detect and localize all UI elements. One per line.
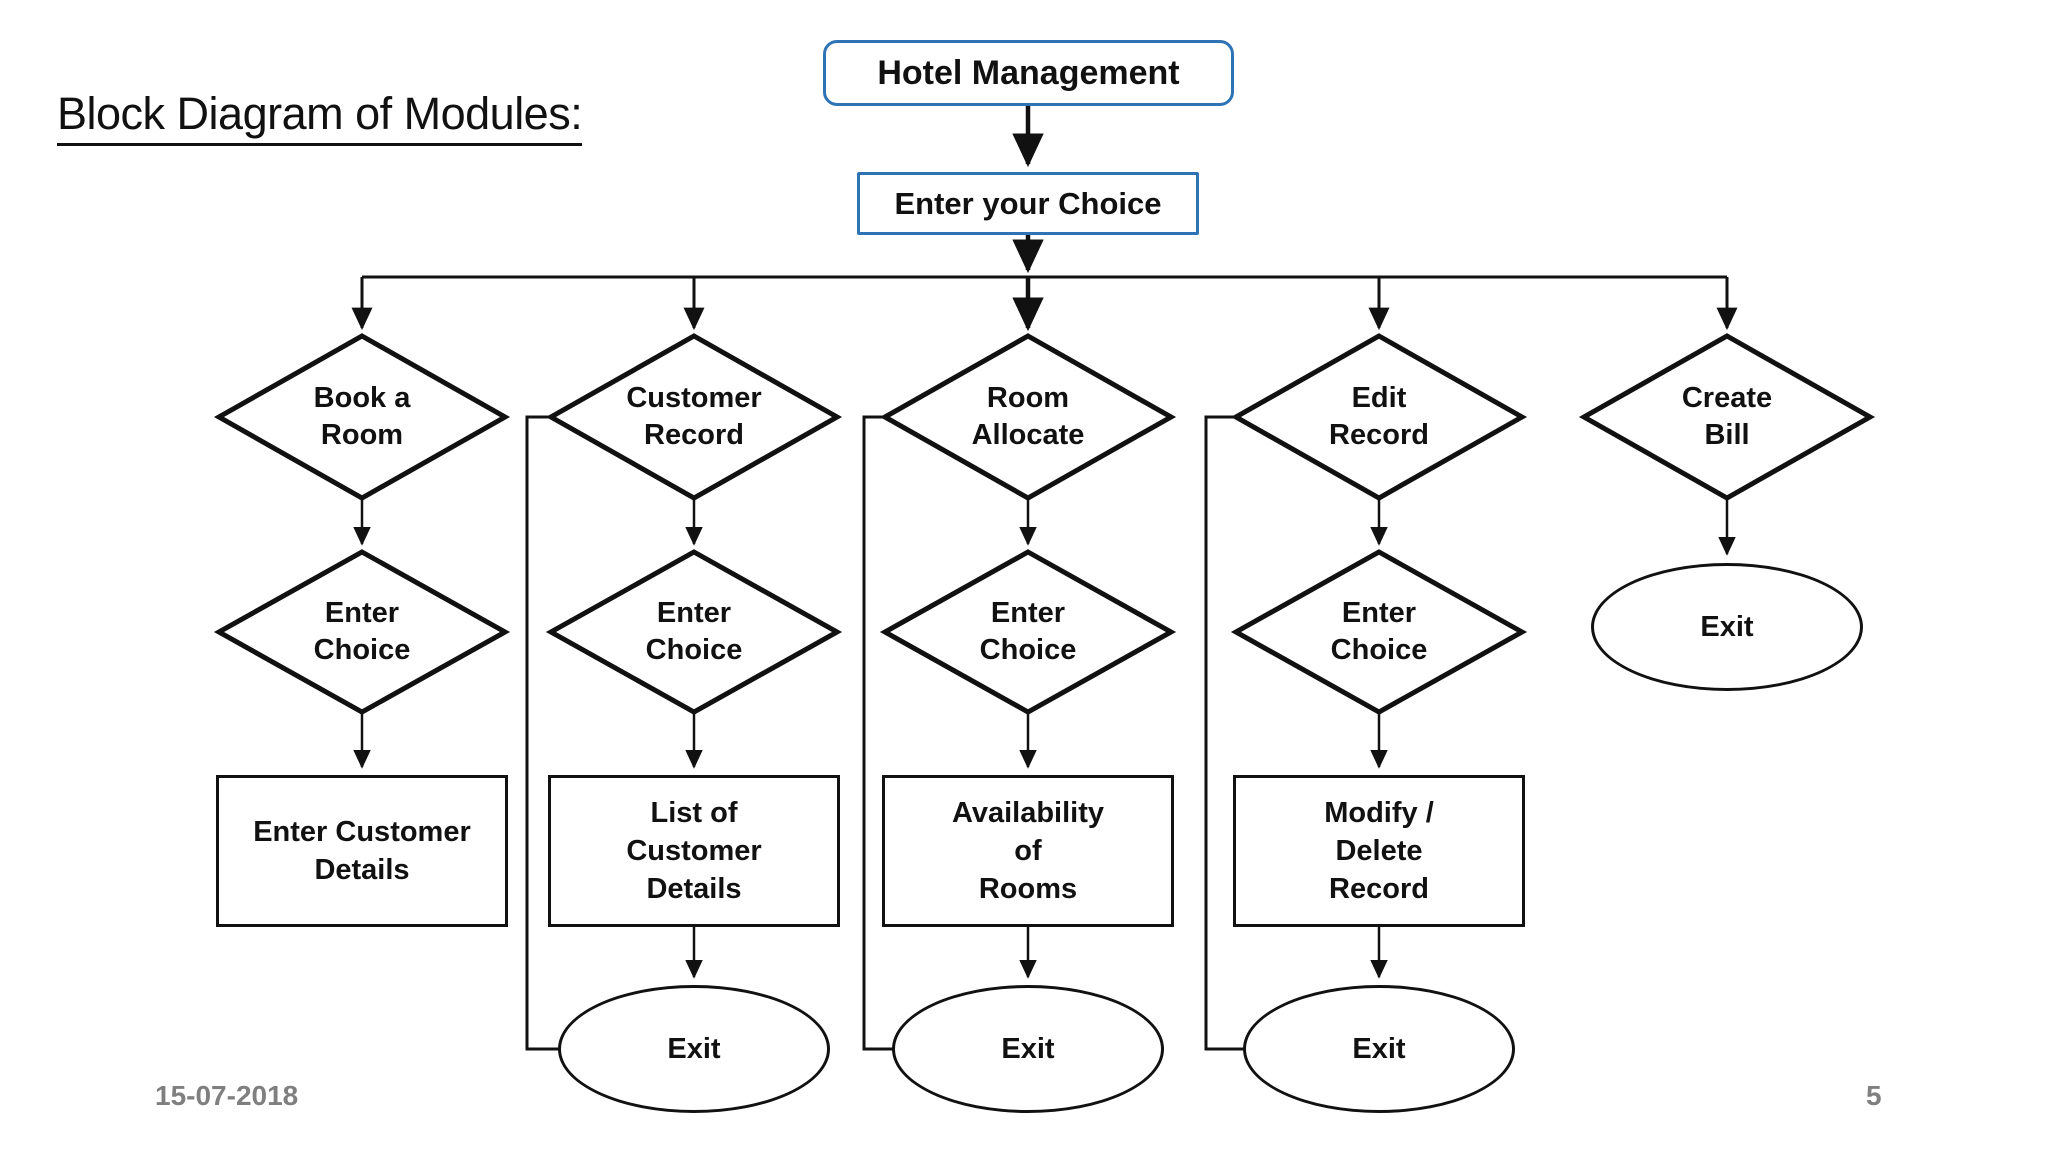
loopback-customer-record [525, 415, 560, 1051]
decision-enter-choice-3 [879, 549, 1177, 715]
page-title: Block Diagram of Modules: [57, 88, 583, 146]
decision-book-a-room-label: Book a Room [313, 381, 411, 451]
decision-create-bill [1578, 333, 1876, 501]
decision-edit-record [1230, 333, 1528, 501]
node-enter-your-choice: Enter your Choice [857, 172, 1199, 235]
terminator-exit-edit-record: Exit [1243, 985, 1515, 1113]
terminator-exit-room-allocate: Exit [892, 985, 1164, 1113]
decision-enter-choice-3-label: Enter Choice [979, 596, 1077, 666]
terminator-exit-customer-record: Exit [558, 985, 830, 1113]
decision-create-bill-label: Create Bill [1681, 381, 1773, 451]
process-enter-customer-details: Enter Customer Details [216, 775, 508, 927]
decision-edit-record-label: Edit Record [1329, 381, 1429, 451]
decision-customer-record-label: Customer Record [626, 381, 762, 451]
node-hotel-management-label: Hotel Management [877, 53, 1180, 92]
decision-room-allocate-label: Room Allocate [971, 381, 1085, 451]
loopback-edit-record [1204, 415, 1245, 1051]
decision-book-a-room [213, 333, 511, 501]
process-list-of-customer-details: List of Customer Details [548, 775, 840, 927]
node-hotel-management: Hotel Management [823, 40, 1234, 106]
footer-date: 15-07-2018 [155, 1080, 299, 1111]
terminator-exit-create-bill: Exit [1591, 563, 1863, 691]
process-availability-of-rooms: Availability of Rooms [882, 775, 1174, 927]
decision-customer-record [545, 333, 843, 501]
decision-enter-choice-4 [1230, 549, 1528, 715]
loopback-room-allocate [862, 415, 897, 1051]
decision-enter-choice-4-label: Enter Choice [1330, 596, 1428, 666]
node-enter-your-choice-label: Enter your Choice [894, 185, 1162, 221]
decision-room-allocate [879, 333, 1177, 501]
footer-page-number: 5 [1866, 1080, 1882, 1111]
process-modify-delete-record: Modify / Delete Record [1233, 775, 1525, 927]
decision-enter-choice-2-label: Enter Choice [645, 596, 743, 666]
decision-enter-choice-2 [545, 549, 843, 715]
decision-enter-choice-1 [213, 549, 511, 715]
decision-enter-choice-1-label: Enter Choice [313, 596, 411, 666]
